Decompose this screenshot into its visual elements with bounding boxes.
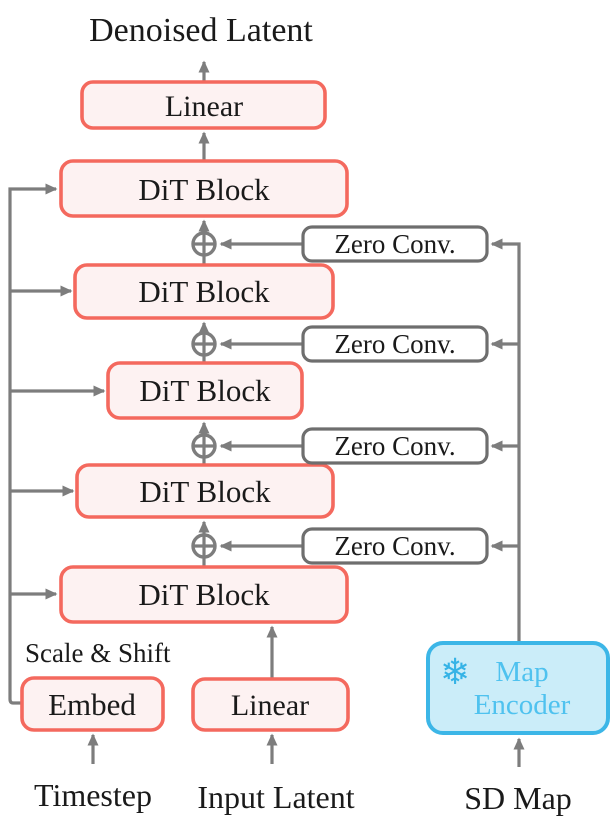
dit-block-2: DiT Block — [73, 263, 335, 320]
timestep-label: Timestep — [34, 777, 152, 813]
final-linear-box: Linear — [80, 80, 327, 130]
map-encoder-rect — [426, 641, 610, 735]
dit-block-rect — [106, 361, 304, 420]
dit-block-label: DiT Block — [139, 373, 271, 408]
zero-conv-rect — [301, 325, 489, 363]
zero-conv-label: Zero Conv. — [334, 531, 455, 561]
zero-conv-4: Zero Conv. — [301, 527, 489, 565]
zero-conv-2: Zero Conv. — [301, 325, 489, 363]
dit-block-4: DiT Block — [75, 463, 335, 519]
dit-block-rect — [75, 463, 335, 519]
embed-label: Embed — [48, 687, 136, 722]
denoised-latent-label: Denoised Latent — [89, 12, 313, 49]
zero-conv-label: Zero Conv. — [334, 431, 455, 461]
dit-block-label: DiT Block — [138, 172, 270, 207]
add-node-2 — [191, 331, 217, 357]
dit-block-3: DiT Block — [106, 361, 304, 420]
dit-block-rect — [73, 263, 335, 320]
dit-block-5: DiT Block — [59, 565, 349, 624]
zero-conv-label: Zero Conv. — [334, 229, 455, 259]
dit-block-rect — [59, 159, 349, 218]
map-encoder-label-line2: Encoder — [474, 689, 571, 721]
map-encoder-box: ❄ Map Encoder — [426, 641, 610, 735]
input-linear-rect — [191, 677, 350, 732]
dit-block-1: DiT Block — [59, 159, 349, 218]
zero-conv-3: Zero Conv. — [301, 427, 489, 465]
input-latent-label: Input Latent — [197, 779, 354, 815]
add-node-4 — [191, 533, 217, 559]
sd-map-label: SD Map — [464, 780, 572, 816]
right-rail-wire — [490, 238, 521, 643]
embed-box: Embed — [20, 676, 165, 732]
final-linear-label: Linear — [165, 90, 243, 123]
dit-block-label: DiT Block — [139, 474, 271, 509]
dit-block-rect — [59, 565, 349, 624]
add-node-1 — [191, 231, 217, 257]
input-linear-box: Linear — [191, 677, 350, 732]
zero-conv-rect — [301, 527, 489, 565]
add-node-3 — [191, 433, 217, 459]
scale-shift-label: Scale & Shift — [25, 638, 171, 668]
dit-block-label: DiT Block — [138, 577, 270, 612]
dit-block-label: DiT Block — [138, 274, 270, 309]
embed-rect — [20, 676, 165, 732]
left-rail-wire — [8, 183, 58, 705]
input-linear-label: Linear — [231, 689, 309, 722]
snowflake-icon: ❄ — [440, 652, 470, 692]
final-linear-rect — [80, 80, 327, 130]
zero-conv-rect — [301, 427, 489, 465]
zero-conv-1: Zero Conv. — [301, 225, 489, 263]
zero-conv-rect — [301, 225, 489, 263]
map-encoder-label-line1: Map — [495, 656, 548, 688]
zero-conv-label: Zero Conv. — [334, 329, 455, 359]
